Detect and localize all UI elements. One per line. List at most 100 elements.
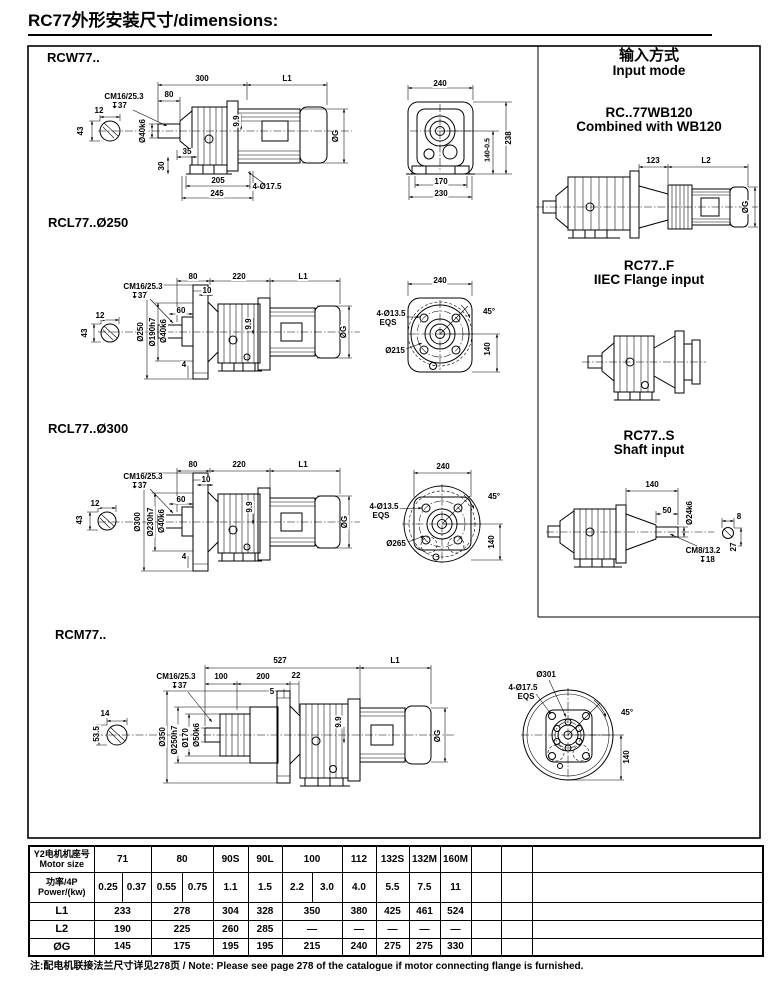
footer-note: 注:配电机联接法兰尺寸详见278页 / Note: Please see pag… — [30, 961, 584, 972]
dim-rcm77-200: 200 — [255, 672, 271, 681]
dim-rcl250-60: 60 — [175, 306, 187, 315]
dim-rcw77-offset: 9.9 — [232, 114, 241, 128]
td-ms-100: 100 — [281, 845, 343, 873]
dim-rcw77-35: 35 — [181, 147, 193, 156]
dim-rcw77-key-height: 43 — [76, 125, 85, 137]
dim-rcl250-offset: 9.9 — [244, 317, 253, 331]
rcw77-end-view — [406, 85, 512, 200]
rcl300-side-view — [87, 468, 360, 572]
td-og-empty-1 — [470, 937, 502, 957]
dim-rcw77-end-240: 240 — [432, 79, 448, 88]
dim-rcl300-shaft-dia: Ø40k6 — [157, 507, 166, 535]
dim-rcl250-shaft-dia: Ø40k6 — [159, 317, 168, 345]
td-og-8: 330 — [439, 937, 472, 957]
dim-rcm77-key-height: 53.5 — [92, 725, 101, 743]
td-ms-empty-3 — [531, 845, 764, 873]
td-pw-4: 1.1 — [212, 871, 249, 903]
dim-rcl250-end-240: 240 — [432, 276, 448, 285]
th-power-zh: 功率/4P — [45, 876, 78, 887]
label-rcl300-taper-depth: ↧37 — [130, 481, 148, 490]
th-motor-size-en: Motor size — [39, 859, 84, 870]
label-rcs-taper: CM8/13.2 — [684, 546, 722, 555]
dim-rcl300-end-240: 240 — [435, 462, 451, 471]
td-og-6: 275 — [375, 937, 410, 957]
label-rcm77-taper-depth: ↧37 — [170, 681, 188, 690]
dim-rcw77-end-170: 170 — [433, 177, 449, 186]
td-l2-0: 190 — [93, 919, 152, 939]
dim-rcl250-10: 10 — [201, 286, 213, 295]
flange-input-title: RC77..F — [623, 258, 675, 273]
td-l1-8: 524 — [439, 901, 472, 921]
dim-rcl250-4: 4 — [180, 360, 188, 369]
shaft-input-title: RC77..S — [623, 428, 675, 443]
dim-rcl250-og: ØG — [339, 324, 348, 340]
dim-rcm77-offset: 9.9 — [334, 715, 343, 729]
td-ms-80: 80 — [150, 845, 214, 873]
shaft-input-subtitle: Shaft input — [613, 442, 685, 457]
td-pw-empty-2 — [500, 871, 533, 903]
td-l1-1: 278 — [150, 901, 214, 921]
dim-rcl300-offset: 9.9 — [245, 500, 254, 514]
td-og-7: 275 — [408, 937, 441, 957]
th-og: ØG — [28, 937, 95, 957]
dim-rcm77-end-301: Ø301 — [535, 670, 557, 679]
dim-rcl250-l1: L1 — [297, 272, 309, 281]
td-l2-7: — — [408, 919, 441, 939]
td-pw-11: 11 — [439, 871, 472, 903]
td-og-2: 195 — [212, 937, 249, 957]
dim-rcs-50: 50 — [661, 506, 673, 515]
dim-rcs-shaft-dia: Ø24k6 — [685, 499, 694, 527]
td-l1-2: 304 — [212, 901, 249, 921]
td-pw-8: 4.0 — [341, 871, 377, 903]
td-pw-empty-3 — [531, 871, 764, 903]
dim-rcl300-60: 60 — [175, 495, 187, 504]
dim-rcm77-5: 5 — [268, 687, 276, 696]
dim-rcw77-30: 30 — [157, 160, 166, 172]
rcl250-side-view — [91, 278, 360, 380]
dim-rcm77-key-width: 14 — [99, 709, 111, 718]
dim-rcm77-flange: Ø350 — [158, 726, 167, 748]
dim-rcm77-og: ØG — [433, 728, 442, 744]
page-title-block: RC77外形安装尺寸/dimensions: — [28, 6, 712, 36]
dim-rcw77-80: 80 — [163, 90, 175, 99]
td-ms-90l: 90L — [247, 845, 283, 873]
td-og-empty-2 — [500, 937, 533, 957]
flange-input-subtitle: IIEC Flange input — [593, 272, 705, 287]
td-l2-2: 260 — [212, 919, 249, 939]
td-og-5: 240 — [341, 937, 377, 957]
dim-rcl250-spigot: Ø190h7 — [148, 316, 157, 348]
dim-rcm77-spigot: Ø250h7 — [170, 724, 179, 756]
dim-rcw77-end-238: 238 — [504, 130, 513, 146]
td-l1-empty-2 — [500, 901, 533, 921]
td-l2-empty-2 — [500, 919, 533, 939]
dim-rcm77-45deg: 45° — [619, 708, 635, 717]
dim-rcm77-end-140: 140 — [622, 749, 631, 765]
label-rcl250-eqs: EQS — [378, 318, 398, 327]
td-ms-132m: 132M — [408, 845, 441, 873]
label-rcl250-taper: CM16/25.3 — [122, 282, 164, 291]
td-pw-6: 2.2 — [281, 871, 313, 903]
td-pw-7: 3.0 — [311, 871, 343, 903]
dim-rcw77-end-230: 230 — [433, 189, 449, 198]
dim-wb120-l2: L2 — [700, 156, 712, 165]
td-ms-90s: 90S — [212, 845, 249, 873]
td-og-1: 175 — [150, 937, 214, 957]
dim-rcl300-flange: Ø300 — [133, 511, 142, 533]
td-pw-10: 7.5 — [408, 871, 441, 903]
label-rcm77-eqs: EQS — [516, 692, 536, 701]
section-label-rcm77: RCM77.. — [55, 627, 107, 642]
label-rcw77-taper-depth: ↧37 — [110, 101, 128, 110]
section-label-rcw77: RCW77.. — [47, 50, 100, 65]
dim-rcw77-key-width: 12 — [93, 106, 105, 115]
label-rcw77-taper: CM16/25.3 — [103, 92, 145, 101]
dim-rcl300-end-140: 140 — [487, 534, 496, 550]
dim-rcl300-80: 80 — [187, 460, 199, 469]
dim-rcm77-100: 100 — [213, 672, 229, 681]
label-rcl300-eqs: EQS — [371, 511, 391, 520]
dim-rcw77-205: 205 — [210, 176, 226, 185]
input-mode-title-en: Input mode — [612, 63, 686, 78]
td-ms-empty-2 — [500, 845, 533, 873]
label-rcm77-taper: CM16/25.3 — [155, 672, 197, 681]
